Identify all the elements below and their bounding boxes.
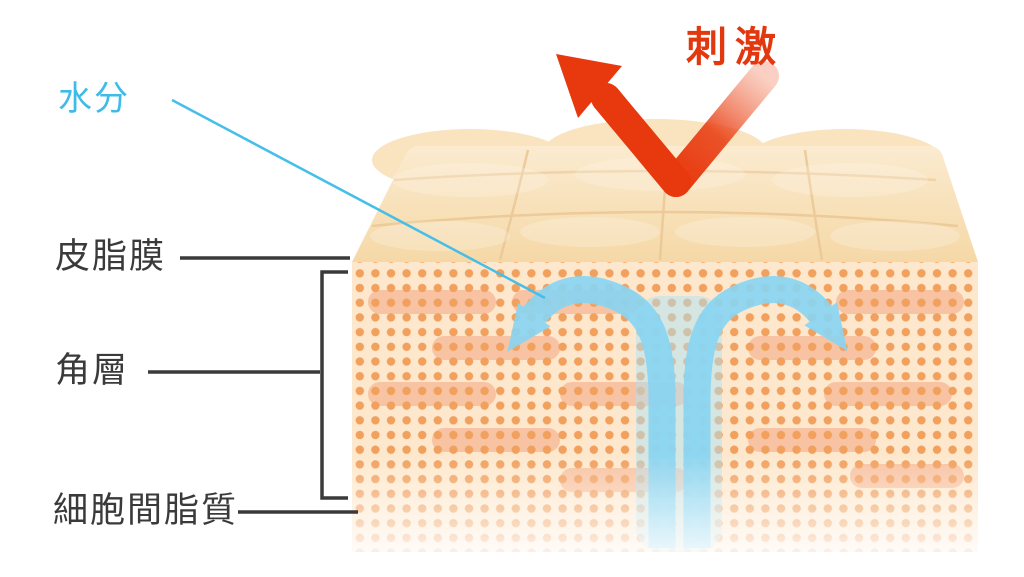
water-escape-arrows (507, 276, 848, 548)
label-stratum-corneum: 角層 (55, 351, 130, 391)
label-connectors (148, 256, 358, 514)
label-moisture: 水分 (58, 79, 130, 119)
label-stimulus: 刺激 (686, 23, 784, 71)
bottom-fade (340, 455, 990, 577)
water-arrow-left (507, 276, 676, 548)
label-intercellular-lipids: 細胞間脂質 (53, 491, 239, 531)
water-arrow-right (683, 276, 848, 548)
stimulus-arrowhead (556, 54, 622, 118)
corneum-bracket (320, 270, 348, 500)
stimulus-arrow (556, 54, 779, 197)
moisture-pointer-line (171, 98, 546, 300)
label-sebum-film: 皮脂膜 (55, 237, 167, 277)
